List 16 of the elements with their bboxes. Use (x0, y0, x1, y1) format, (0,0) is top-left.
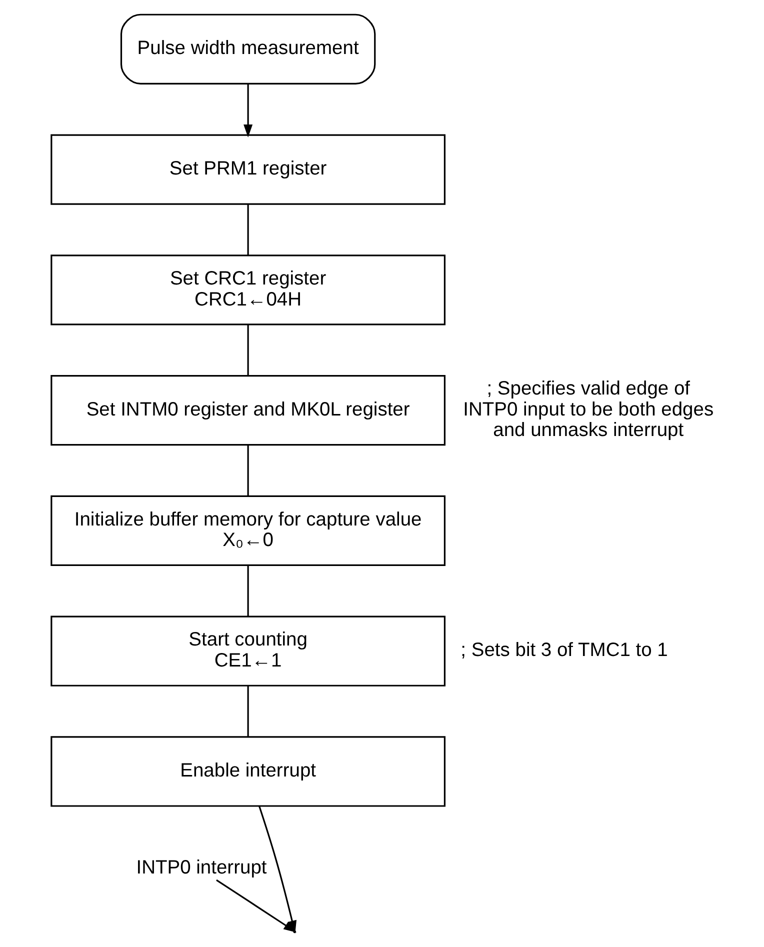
node-box: Enable interrupt (50, 736, 445, 807)
arrow (243, 84, 252, 138)
node-box: Start counting CE1←1 (50, 616, 445, 686)
node-text: INTP0 interrupt (136, 858, 266, 879)
connector (246, 204, 248, 256)
connector (246, 324, 248, 376)
node-label: ; Sets bit 3 of TMC1 to 1 (460, 640, 668, 662)
connector (246, 445, 248, 496)
node-box: Set PRM1 register (50, 134, 445, 205)
connector (246, 566, 248, 617)
node-box: Set INTM0 register and MK0L register (50, 375, 445, 446)
node-label: ; Specifies valid edge of INTP0 input to be both edges and unmasks interrupt (462, 378, 714, 442)
connector (246, 686, 248, 737)
node-box: Set CRC1 register CRC1←04H (50, 254, 445, 326)
node-box: Initialize buffer memory for capture value X₀←0 (50, 495, 445, 566)
node-box: Pulse width measurement (120, 14, 376, 84)
